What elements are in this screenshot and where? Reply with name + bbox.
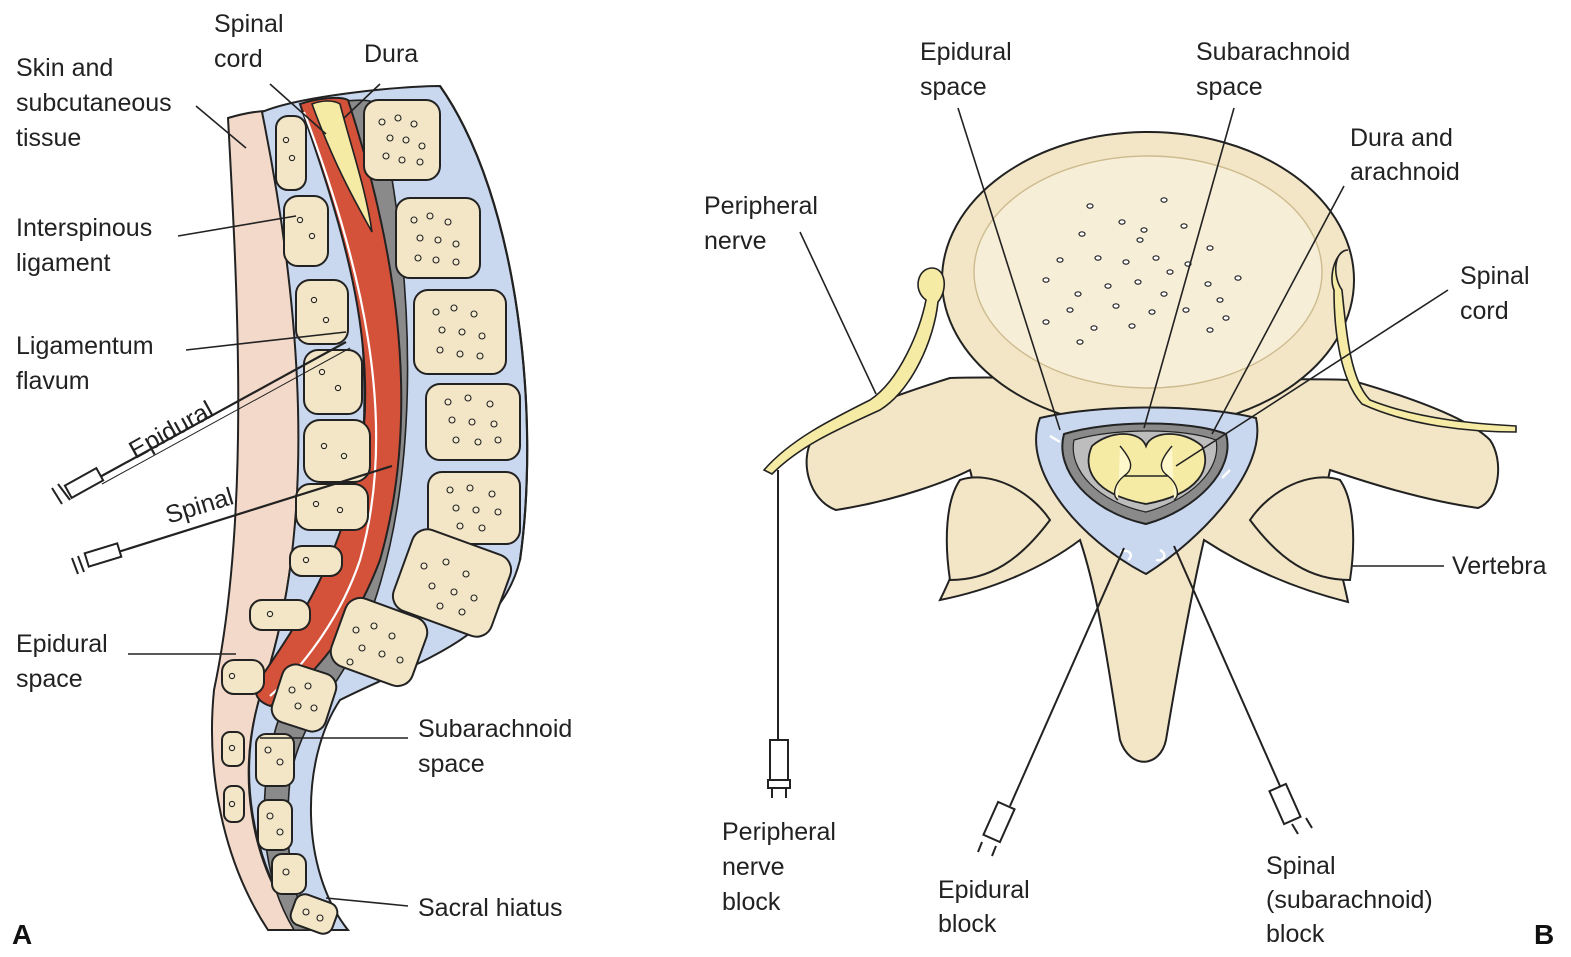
label-subarachnoid-a: Subarachnoid space [418,715,579,778]
label-skin: Skin and subcutaneous tissue [16,54,179,152]
label-interspinous: Interspinous ligament [16,214,159,277]
label-spinal-block: Spinal (subarachnoid) block [1266,852,1440,948]
epidural-block-needle [977,547,1125,857]
right-peripheral-nerve [1331,249,1517,433]
leader-lines-a [128,83,409,907]
panel-label-a: A [12,919,32,950]
spinal-needle-a [71,464,393,575]
spinal-cord-yellow [310,100,373,233]
label-spinal-cord-a: Spinal cord [214,10,290,73]
label-dura-a: Dura [364,40,418,68]
label-epidural-space-b: Epidural space [920,38,1019,101]
left-peripheral-nerve [762,267,945,475]
spinous-processes [221,115,371,823]
label-epidural-space-a: Epidural space [16,630,115,693]
label-vertebra: Vertebra [1452,552,1547,580]
label-peripheral-block: Peripheral nerve block [722,818,843,916]
label-spinal-cord-b: Spinal cord [1460,262,1536,325]
label-epidural-block: Epidural block [938,876,1037,938]
panel-a-illustration [51,83,529,935]
label-epidural-needle: Epidural [124,396,218,465]
peripheral-nerve-needle [767,470,791,798]
label-peripheral-nerve: Peripheral nerve [704,192,825,255]
label-ligamentum: Ligamentum flavum [16,332,161,395]
label-spinal-needle: Spinal [162,482,237,529]
label-subarachnoid-b: Subarachnoid space [1196,38,1357,101]
body-pores [1042,197,1242,345]
bone-pores [228,114,502,922]
labels-panel-b: Epidural space Subarachnoid space Dura a… [704,38,1554,950]
dura-red [254,96,403,708]
spinal-block-needle [1173,545,1313,835]
label-sacral-hiatus: Sacral hiatus [418,894,563,922]
label-dura-arachnoid: Dura and arachnoid [1350,124,1460,186]
leader-lines-b [799,107,1449,567]
panel-b-illustration [762,107,1517,857]
panel-label-b: B [1534,919,1554,950]
epidural-needle-a [51,341,351,505]
